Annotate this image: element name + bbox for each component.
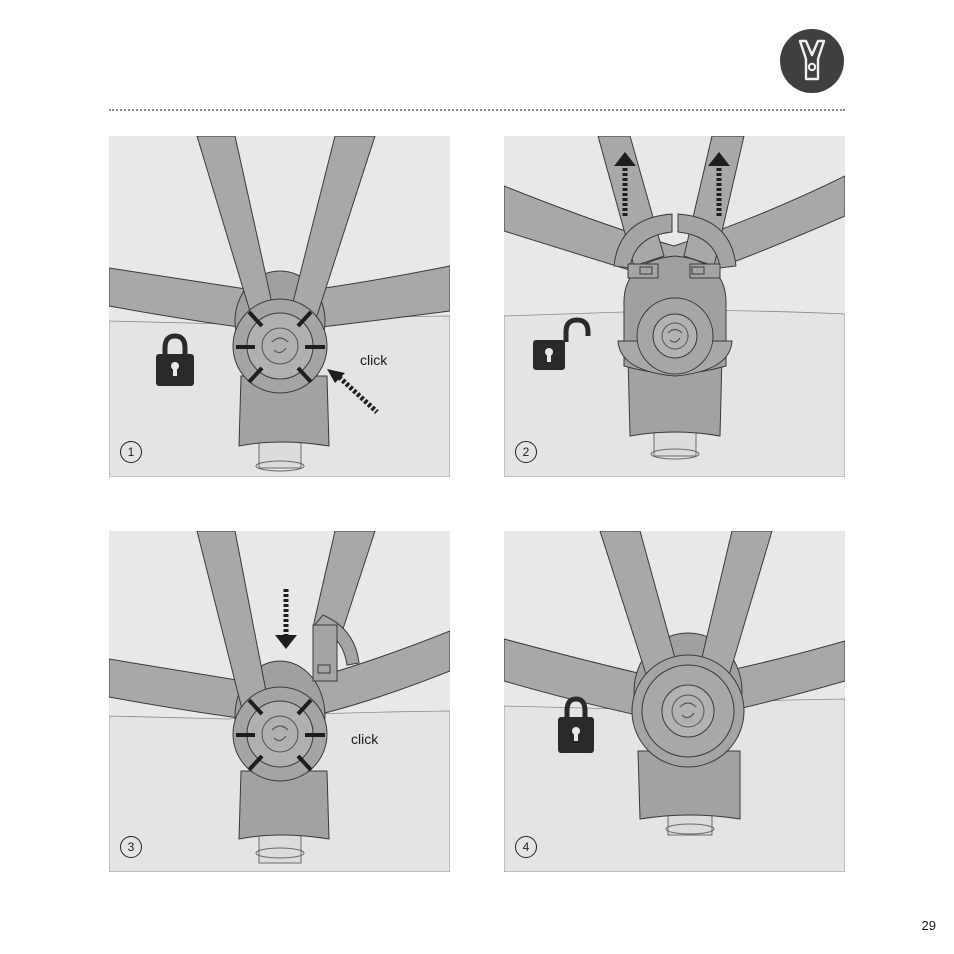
click-label: click [351, 731, 378, 747]
step-number: 1 [120, 441, 142, 463]
harness-buckle-icon [780, 29, 844, 93]
step-number: 3 [120, 836, 142, 858]
click-label: click [360, 352, 387, 368]
step-2-panel: 2 [504, 136, 845, 477]
step-number: 2 [515, 441, 537, 463]
step-1-panel: click 1 [109, 136, 450, 477]
step-3-panel: click 3 [109, 531, 450, 872]
step-4-panel: 4 [504, 531, 845, 872]
page-number: 29 [922, 918, 936, 933]
header-divider [109, 109, 845, 111]
step-number: 4 [515, 836, 537, 858]
